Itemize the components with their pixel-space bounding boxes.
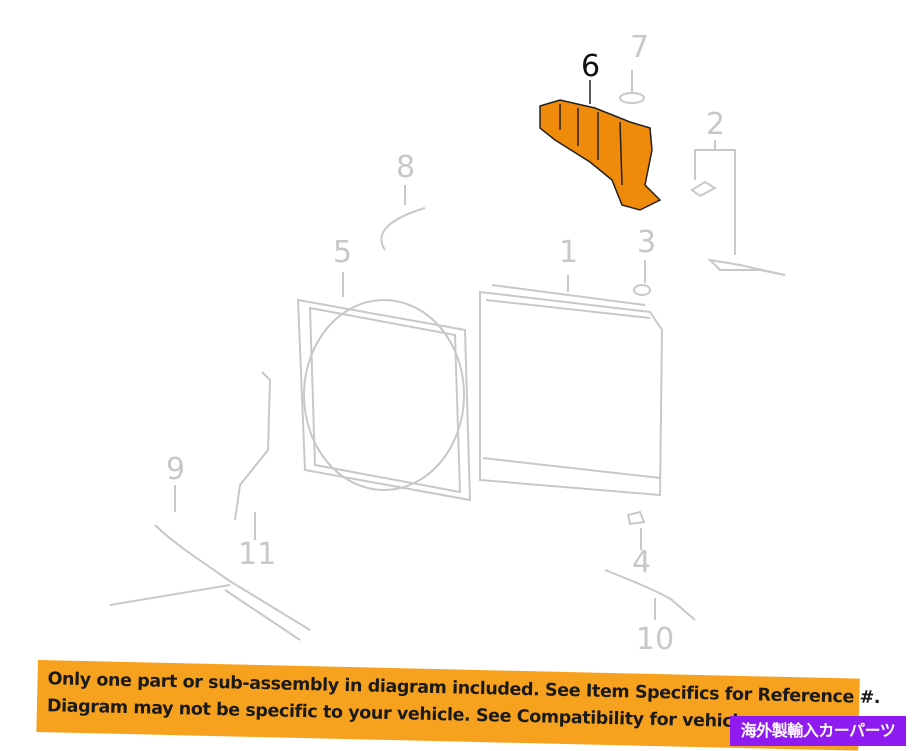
callout-1: 1	[559, 235, 579, 270]
callout-6: 6	[581, 49, 601, 84]
callout-8: 8	[396, 150, 416, 185]
callout-11: 11	[238, 537, 277, 572]
callout-4: 4	[632, 545, 652, 580]
callout-3: 3	[637, 225, 657, 260]
callout-2: 2	[706, 107, 726, 142]
hose-part-11	[234, 371, 272, 540]
watermark: 海外製輸入カーパーツ	[730, 716, 906, 746]
hose-part-10	[604, 569, 696, 621]
bracket-part-2	[690, 140, 786, 276]
callout-10: 10	[636, 622, 675, 657]
callout-9: 9	[166, 452, 186, 487]
hose-part-8	[380, 185, 426, 251]
clip-part-4	[626, 510, 646, 550]
fan-shroud-part-5	[296, 272, 472, 502]
cap-part-7	[619, 70, 645, 104]
hose-part-9	[109, 485, 311, 641]
radiator-part-1	[479, 275, 664, 497]
callout-5: 5	[333, 235, 353, 270]
coolant-reservoir-part-6	[539, 80, 662, 211]
clip-part-3	[633, 260, 651, 296]
callout-7: 7	[630, 30, 650, 65]
